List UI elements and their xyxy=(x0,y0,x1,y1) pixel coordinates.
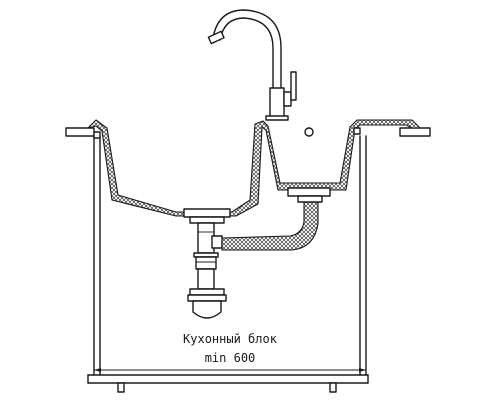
faucet xyxy=(207,9,297,121)
width-dimension xyxy=(94,368,366,372)
cabinet-label: Кухонный блок xyxy=(183,332,278,346)
sink-cross-section xyxy=(87,119,421,217)
siphon-assembly xyxy=(183,208,231,319)
right-bowl-drain xyxy=(287,187,331,203)
min-width-label: min 600 xyxy=(205,351,256,365)
overflow-hole xyxy=(304,127,314,137)
kitchen-cabinet xyxy=(65,127,431,393)
corrugated-hose xyxy=(221,197,319,251)
